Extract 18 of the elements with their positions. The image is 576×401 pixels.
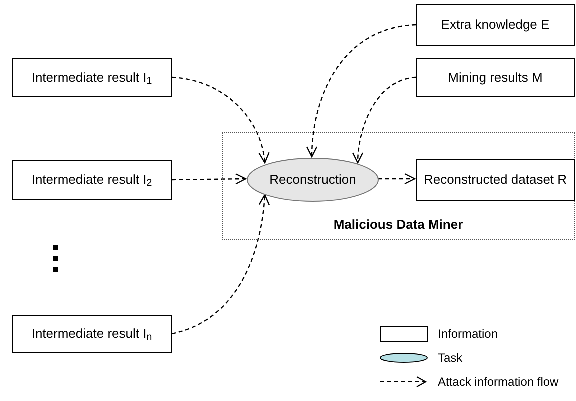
information-box: Intermediate result I$_{n}$ bbox=[12, 315, 172, 353]
legend-text: Task bbox=[438, 350, 463, 367]
group-frame bbox=[222, 132, 575, 240]
group-title: Malicious Data Miner bbox=[332, 216, 464, 234]
information-box: Extra knowledge E bbox=[416, 4, 575, 46]
dashed-arrow bbox=[352, 76, 416, 164]
dashed-arrow bbox=[306, 24, 416, 158]
information-box: Intermediate result I$_{2}$ bbox=[12, 160, 172, 200]
dashed-arrow bbox=[172, 194, 270, 335]
information-box: Intermediate result I$_{1}$ bbox=[12, 58, 172, 97]
legend-text: Information bbox=[438, 326, 498, 343]
legend-text: Attack information flow bbox=[438, 374, 559, 391]
dashed-arrow bbox=[378, 173, 416, 185]
information-box: Reconstructed dataset R bbox=[416, 159, 575, 201]
task-ellipse: Reconstruction bbox=[247, 158, 379, 202]
information-box: Mining results M bbox=[416, 58, 575, 97]
dashed-arrow bbox=[172, 174, 247, 185]
dashed-arrow bbox=[172, 76, 270, 164]
